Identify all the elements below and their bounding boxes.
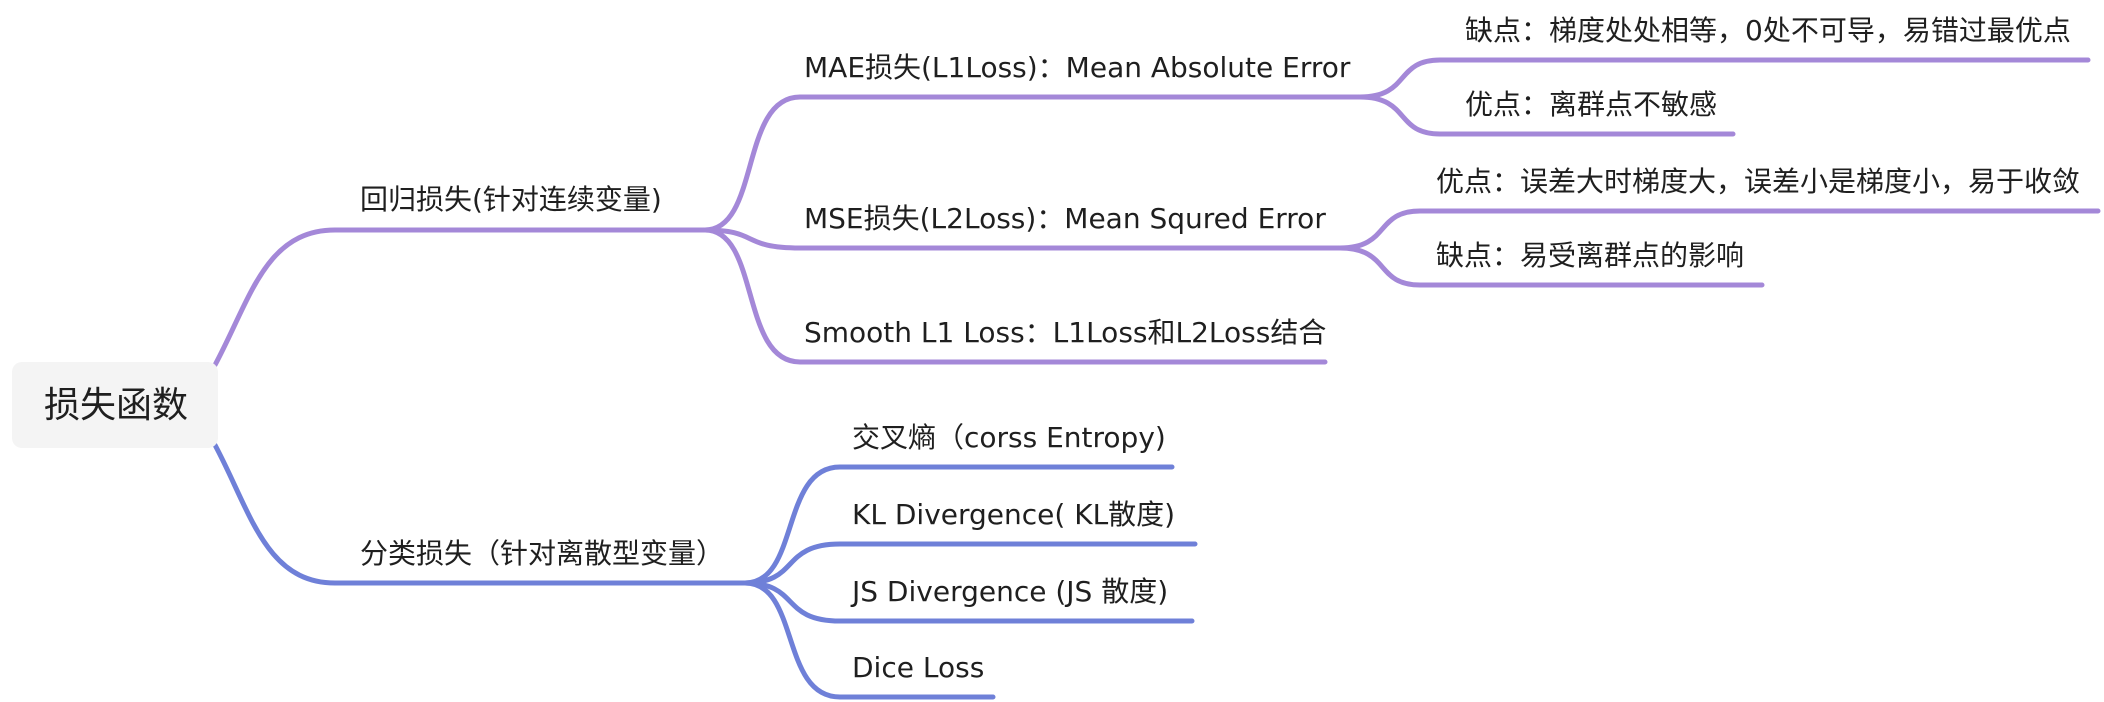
node-kl-divergence-label[interactable]: KL Divergence( KL散度) bbox=[852, 498, 1176, 531]
connector-classification-ce bbox=[742, 464, 1175, 586]
root-label: 损失函数 bbox=[44, 385, 189, 426]
node-mae-pro-label[interactable]: 优点：离群点不敏感 bbox=[1465, 88, 1718, 121]
node-mse-con-label[interactable]: 缺点：易受离群点的影响 bbox=[1436, 239, 1745, 272]
node-cross-entropy-label[interactable]: 交叉熵（corss Entropy) bbox=[852, 421, 1166, 454]
connector-root-regression bbox=[212, 227, 708, 368]
node-mae-label[interactable]: MAE损失(L1Loss)：Mean Absolute Error bbox=[804, 51, 1351, 84]
node-dice-loss-label[interactable]: Dice Loss bbox=[852, 651, 985, 684]
node-mae-con-label[interactable]: 缺点：梯度处处相等，0处不可导，易错过最优点 bbox=[1465, 14, 2071, 47]
connector-root-classification bbox=[212, 442, 748, 586]
connector-classification-js bbox=[742, 580, 1195, 624]
node-mse-pro-label[interactable]: 优点：误差大时梯度大，误差小是梯度小，易于收敛 bbox=[1436, 165, 2081, 198]
branch-regression-label[interactable]: 回归损失(针对连续变量) bbox=[360, 183, 662, 216]
connector-mae-con bbox=[1357, 57, 2091, 100]
connector-mse-con bbox=[1337, 245, 1765, 288]
branch-classification-label[interactable]: 分类损失（针对离散型变量） bbox=[360, 537, 725, 570]
connector-regression-mse bbox=[702, 227, 1343, 251]
root-node[interactable] bbox=[12, 362, 218, 448]
node-mse-label[interactable]: MSE损失(L2Loss)：Mean Squred Error bbox=[804, 202, 1326, 235]
connector-regression-smooth bbox=[702, 227, 1328, 365]
node-js-divergence-label[interactable]: JS Divergence (JS 散度) bbox=[852, 575, 1169, 608]
connector-mae-pro bbox=[1357, 94, 1736, 137]
connector-regression-mae bbox=[702, 94, 1363, 233]
connector-classification-kl bbox=[742, 541, 1198, 586]
node-smooth-l1-label[interactable]: Smooth L1 Loss：L1Loss和L2Loss结合 bbox=[804, 316, 1327, 349]
connector-mse-pro bbox=[1337, 208, 2101, 251]
connector-classification-dice bbox=[742, 580, 996, 700]
